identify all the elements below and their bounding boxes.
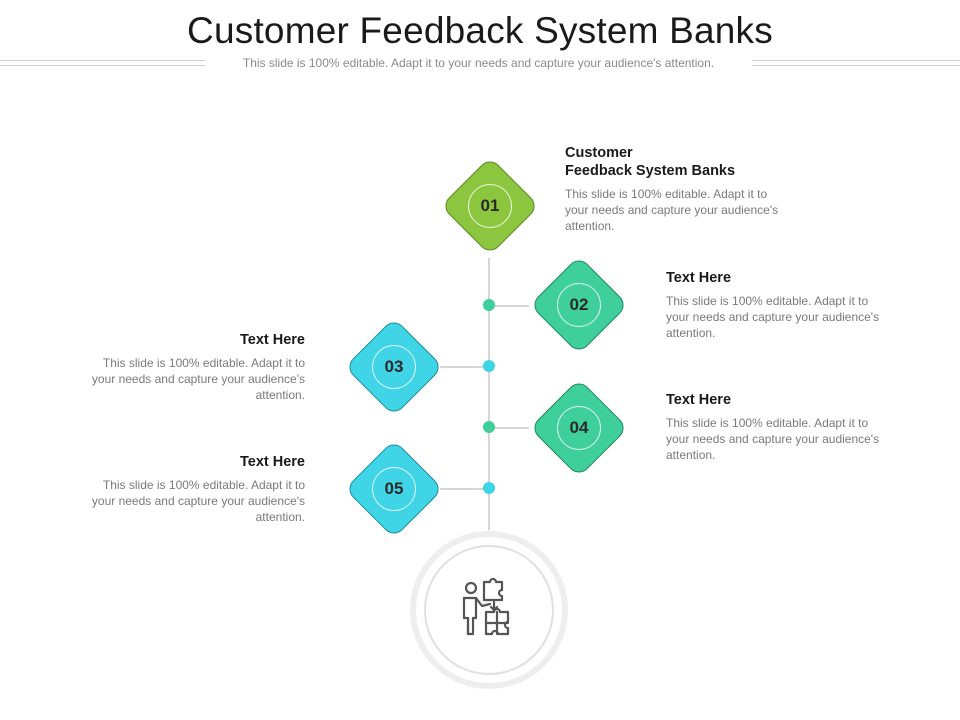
step-02-number: 02	[557, 283, 601, 327]
center-circle-inner	[424, 545, 554, 675]
title-rule-left	[0, 60, 205, 66]
center-circle-outer	[410, 531, 568, 689]
page-subtitle: This slide is 100% editable. Adapt it to…	[242, 56, 715, 70]
step-01-text: Customer Feedback System Banks This slid…	[565, 144, 780, 234]
node-dot-03	[483, 360, 495, 372]
step-04-text: Text Here This slide is 100% editable. A…	[666, 391, 881, 463]
step-01-number: 01	[468, 184, 512, 228]
connector-05	[440, 488, 490, 490]
person-assembling-puzzle-icon	[462, 577, 510, 636]
step-03-number: 03	[372, 345, 416, 389]
connector-04	[489, 427, 529, 429]
step-05-number: 05	[372, 467, 416, 511]
step-05-body: This slide is 100% editable. Adapt it to…	[91, 478, 305, 524]
step-05-heading: Text Here	[239, 454, 305, 470]
step-05-text: Text Here This slide is 100% editable. A…	[90, 453, 305, 525]
node-dot-05	[483, 482, 495, 494]
step-03-body: This slide is 100% editable. Adapt it to…	[91, 356, 305, 402]
step-04-number: 04	[557, 406, 601, 450]
connector-02	[489, 305, 529, 307]
step-04-heading: Text Here	[666, 392, 732, 408]
step-01-body: This slide is 100% editable. Adapt it to…	[565, 187, 779, 233]
step-02-heading: Text Here	[666, 270, 732, 286]
step-03-heading: Text Here	[239, 332, 305, 348]
step-02-text: Text Here This slide is 100% editable. A…	[666, 269, 881, 341]
step-01-heading-line2: Feedback System Banks	[565, 163, 736, 179]
connector-03	[440, 366, 490, 368]
title-rule-right	[752, 60, 960, 66]
step-02-body: This slide is 100% editable. Adapt it to…	[666, 294, 880, 340]
node-dot-04	[483, 421, 495, 433]
step-04-body: This slide is 100% editable. Adapt it to…	[666, 416, 880, 462]
page-title: Customer Feedback System Banks	[187, 10, 773, 51]
node-dot-02	[483, 299, 495, 311]
step-01-heading-line1: Customer	[565, 145, 633, 161]
timeline-spine	[488, 258, 490, 530]
step-01-heading: Customer Feedback System Banks	[565, 144, 780, 180]
step-03-text: Text Here This slide is 100% editable. A…	[90, 331, 305, 403]
